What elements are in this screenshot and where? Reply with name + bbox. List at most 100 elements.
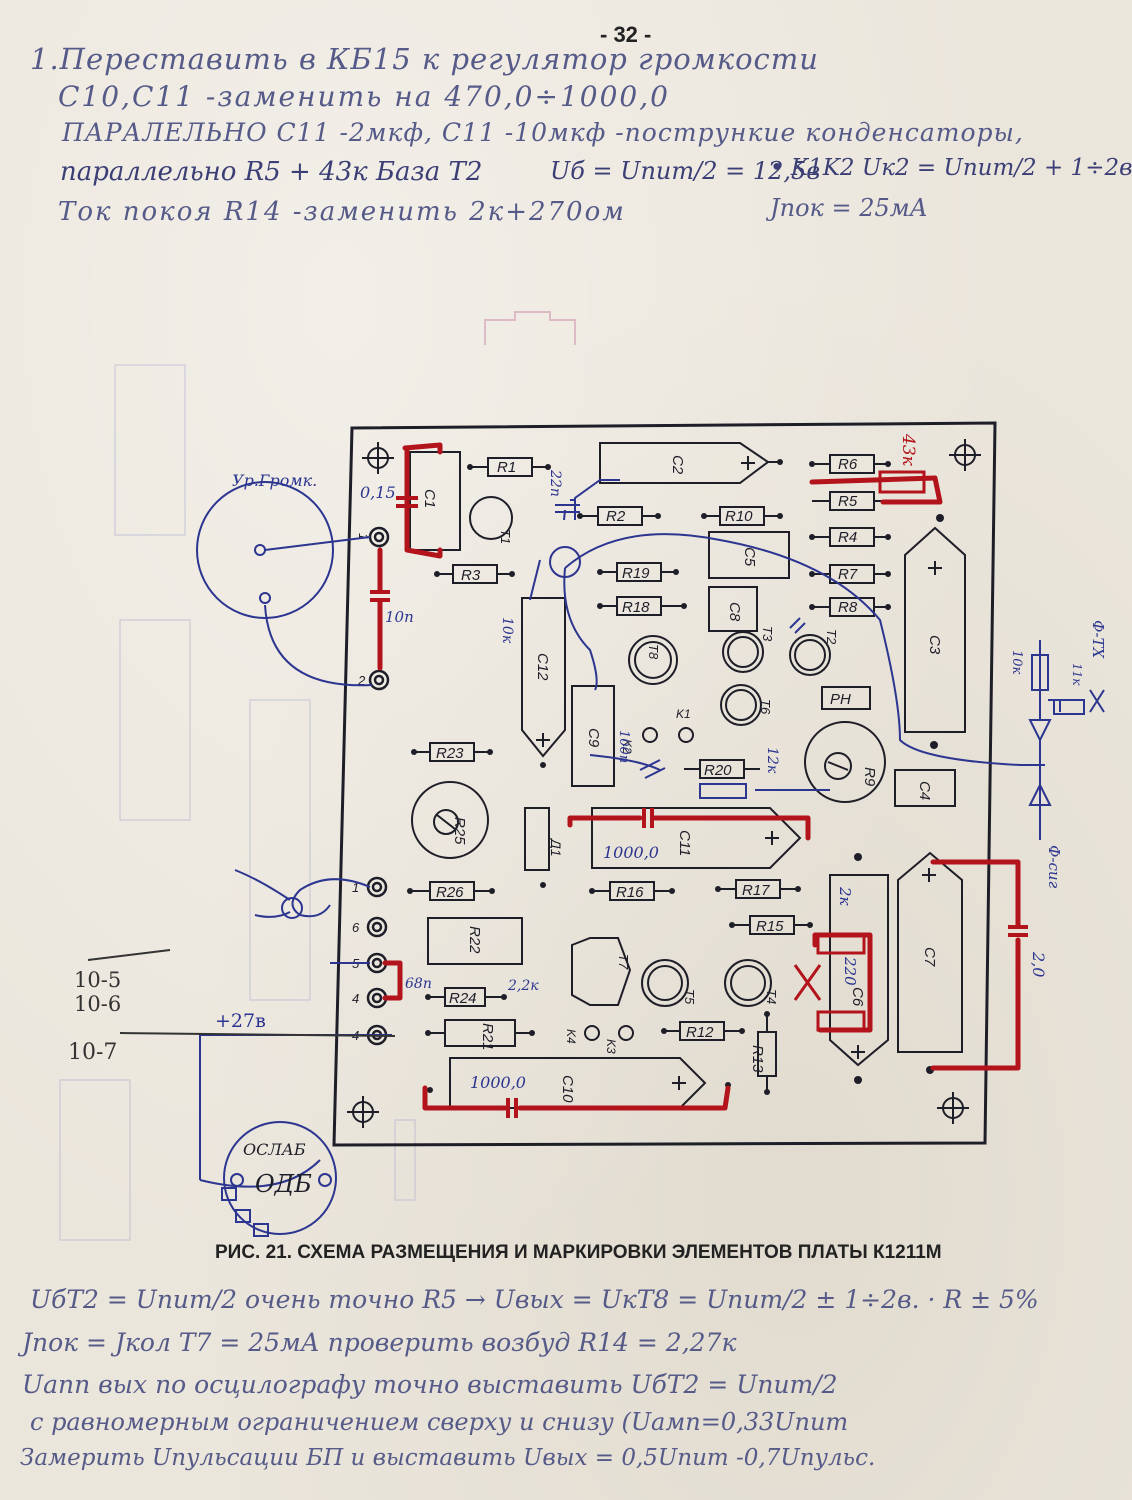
transistor-t6 <box>720 684 762 726</box>
resistor-r22 <box>427 917 523 965</box>
transistor-t5 <box>641 959 689 1007</box>
red-wire-c11 <box>567 815 811 841</box>
label-c10: C10 <box>559 1075 576 1103</box>
label-r17: R17 <box>742 882 770 899</box>
label-t6: T6 <box>758 699 773 715</box>
trimmer-r25 <box>411 781 489 859</box>
label-2-2k: 2,2к <box>507 978 539 994</box>
label-1000-a: 1000,0 <box>603 843 659 862</box>
label-t8: T8 <box>646 644 661 660</box>
note-line-4c: • K1K2 Uк2 = Uпит/2 + 1÷2в <box>770 155 1132 181</box>
label-c11: C11 <box>676 830 693 856</box>
red-resistor-2k <box>816 933 866 955</box>
cap-c12 <box>521 597 566 758</box>
bottom-note-2: Jпок = Jкол T7 = 25мА проверить возбуд R… <box>22 1328 737 1357</box>
label-r25: R25 <box>451 817 468 845</box>
transistor-t7 <box>571 937 632 1006</box>
label-c5: C5 <box>741 547 758 567</box>
volume-pot <box>196 481 334 619</box>
left-note-1: 10-5 <box>74 968 122 992</box>
label-10n: 10п <box>385 608 414 626</box>
label-r6: R6 <box>838 456 858 473</box>
label-0-15: 0,15 <box>360 483 396 502</box>
cap-c11 <box>591 807 802 869</box>
cap-c9 <box>571 685 615 787</box>
label-r18: R18 <box>622 599 650 616</box>
label-r9: R9 <box>861 767 878 787</box>
point-k1 <box>678 727 694 743</box>
label-r13: R13 <box>749 1045 766 1073</box>
label-ph-tx: Ф-ТХ <box>1089 620 1107 660</box>
label-68n: 68п <box>405 976 432 992</box>
label-r24: R24 <box>449 990 477 1007</box>
label-k1: K1 <box>676 707 691 721</box>
pin-2-top <box>368 526 390 548</box>
note-line-5: Ток покоя R14 -заменить 2к+270ом <box>58 197 626 227</box>
pin-1-top <box>368 669 390 691</box>
label-43k: 43к <box>898 433 918 467</box>
red-wire-68n <box>382 960 403 1001</box>
bottom-note-5: Замерить Uпульсации БП и выставить Uвых … <box>20 1445 876 1471</box>
pin-6 <box>366 916 388 938</box>
label-r8: R8 <box>838 599 858 616</box>
cap-c1 <box>409 451 461 551</box>
label-k4: K4 <box>564 1029 578 1044</box>
label-r7: R7 <box>838 566 858 583</box>
point-k3 <box>618 1025 634 1041</box>
label-c12: C12 <box>534 653 551 681</box>
cap-c10 <box>449 1057 707 1109</box>
label-r10: R10 <box>725 508 753 525</box>
label-22n: 22п <box>547 469 563 497</box>
label-r3: R3 <box>461 567 481 584</box>
diode-d1 <box>524 807 550 871</box>
pin-label: 6 <box>352 920 360 935</box>
trimmer-r9 <box>804 721 886 803</box>
transistor-t1 <box>469 496 513 540</box>
attenuator-pot <box>223 1121 337 1235</box>
label-100n: 100п <box>616 730 631 763</box>
label-t2: T2 <box>824 629 839 645</box>
label-c4: C4 <box>916 781 933 800</box>
left-note-3: 10-7 <box>68 1040 118 1065</box>
label-r15: R15 <box>756 918 784 935</box>
cap-c8 <box>708 586 758 632</box>
transistor-t2 <box>789 634 831 676</box>
label-t1: T1 <box>498 529 513 544</box>
label-r22: R22 <box>466 926 483 954</box>
blue-wires <box>87 479 1105 1237</box>
label-c2: C2 <box>669 455 686 475</box>
label-k2: K2 <box>620 739 634 754</box>
label-r12: R12 <box>686 1024 714 1041</box>
label-r23: R23 <box>436 745 464 762</box>
red-resistor-43k <box>878 470 926 494</box>
pin-label: 1 <box>356 533 371 540</box>
label-0db: ОДБ <box>255 1170 312 1198</box>
label-c8: C8 <box>726 602 743 622</box>
label-c3: C3 <box>926 635 943 655</box>
label-10k: 10к <box>499 617 515 644</box>
cap-c2 <box>599 442 770 484</box>
point-k2 <box>642 727 658 743</box>
pin-label: 1 <box>352 880 359 895</box>
board-outline <box>332 421 997 1147</box>
note-line-1: 1.Переставить в КБ15 к регулятор громкос… <box>30 42 819 76</box>
label-volume: Ур.Громк. <box>232 471 317 490</box>
label-t3: T3 <box>760 626 775 642</box>
figure-caption: РИС. 21. СХЕМА РАЗМЕЩЕНИЯ И МАРКИРОВКИ Э… <box>215 1242 942 1263</box>
label-attenuator: ОСЛАБ <box>243 1140 306 1159</box>
left-note-2: 10-6 <box>74 992 122 1016</box>
note-line-4: параллельно R5 + 43к База T2 <box>60 157 483 187</box>
red-resistor-220 <box>816 1010 866 1032</box>
red-wire-43k <box>809 475 943 505</box>
label-220: 220 <box>841 956 859 986</box>
label-r5: R5 <box>838 493 858 510</box>
label-k3: K3 <box>604 1039 618 1054</box>
label-r16: R16 <box>616 884 644 901</box>
pin-label: 2 <box>357 673 366 688</box>
cap-c5 <box>708 531 790 579</box>
supply-label: +27в <box>215 1010 266 1032</box>
page-number: - 32 - <box>600 22 652 47</box>
label-r2: R2 <box>606 508 626 525</box>
label-1000-b: 1000,0 <box>470 1073 526 1092</box>
